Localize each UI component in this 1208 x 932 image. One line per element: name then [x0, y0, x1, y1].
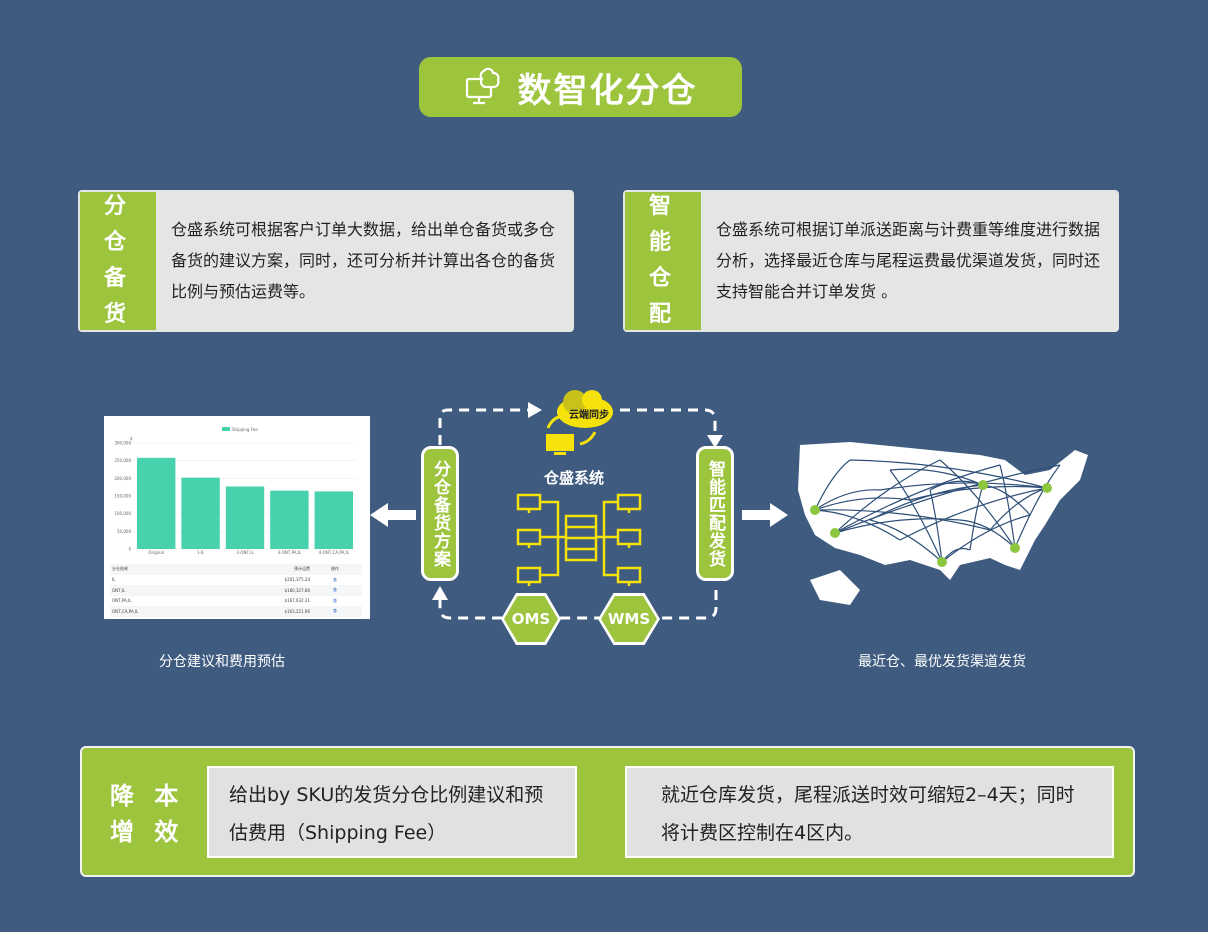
- x-tick-label: 3-ONT,PA,IL: [278, 550, 302, 555]
- route-line: [989, 487, 1048, 531]
- y-axis-label: $: [130, 436, 133, 441]
- server-network-icon: [516, 493, 642, 586]
- y-tick-label: 100,000: [114, 511, 131, 516]
- y-tick-label: 200,000: [114, 476, 131, 481]
- card-split-stock: 分 仓 备 货 仓盛系统可根据客户订单大数据，给出单仓备货或多仓备货的建议方案，…: [78, 190, 574, 332]
- legend-label: Shipping Fee: [232, 427, 258, 432]
- table-row: ONT,PA,IL $167,632.31 查: [110, 595, 362, 606]
- split-plan-pill: 分仓备货方案: [421, 446, 459, 581]
- bar-chart: Shipping Fee $0 50,000 100,000 150,000 200,00…: [114, 427, 356, 555]
- route-line: [909, 485, 1048, 501]
- table-cell[interactable]: 查: [333, 576, 337, 582]
- bar: [225, 486, 265, 549]
- table-cell: $167,632.31: [284, 598, 310, 604]
- table-cell: ONT,CA,PA,IL: [112, 608, 139, 614]
- arrow-left-icon: [370, 503, 416, 527]
- card-label: 智 能 仓 配: [625, 192, 701, 330]
- left-caption: 分仓建议和费用预估: [159, 654, 285, 670]
- route-line: [814, 509, 901, 541]
- cost-benefit-panel: 降 本 增 效 给出by SKU的发货分仓比例建议和预估费用（Shipping …: [80, 746, 1135, 877]
- y-tick-label: 0: [128, 547, 131, 552]
- cloud-icon: [557, 390, 613, 428]
- table-cell: $180,327.86: [284, 587, 310, 593]
- legend-swatch: [222, 427, 230, 431]
- table-cell: IL: [112, 577, 116, 583]
- benefit-box-sku: 给出by SKU的发货分仓比例建议和预估费用（Shipping Fee）: [207, 766, 577, 858]
- route-line: [999, 464, 1016, 549]
- route-line: [899, 487, 1048, 541]
- bar: [314, 491, 353, 549]
- table-cell: ONT,PA,IL: [112, 598, 132, 604]
- table-cell: 分仓结果: [112, 566, 128, 572]
- table-cell[interactable]: 查: [333, 597, 337, 603]
- x-tick-label: 1-IL: [197, 550, 205, 555]
- y-tick-label: 50,000: [117, 529, 131, 534]
- oms-badge: OMS: [504, 596, 558, 642]
- route-line: [869, 519, 943, 563]
- table-header: 分仓结果 预计运费 操作: [110, 564, 362, 575]
- route-line: [814, 497, 911, 511]
- table-cell: 操作: [331, 566, 339, 572]
- x-tick-label: 4-ONT,CA,PA,IL: [319, 550, 350, 555]
- route-line: [889, 468, 984, 486]
- x-tick-label: Original: [148, 550, 164, 555]
- route-line: [929, 489, 943, 563]
- route-line: [834, 464, 1001, 534]
- bar: [137, 457, 176, 549]
- result-table: 分仓结果 预计运费 操作 IL $201,375.24 查 ONT,IL $180,327.8…: [110, 564, 362, 617]
- y-tick-label: 250,000: [114, 458, 131, 463]
- route-line: [939, 459, 1016, 549]
- bar: [270, 490, 309, 549]
- table-cell[interactable]: 查: [333, 587, 337, 593]
- route-line: [814, 489, 881, 511]
- page-title: 数智化分仓: [419, 57, 742, 117]
- table-row: ONT,IL $180,327.86 查: [110, 585, 362, 596]
- card-text: 仓盛系统可根据订单派送距离与计费重等维度进行数据分析，选择最近仓库与尾程运费最优…: [716, 220, 1101, 301]
- card-smart-fulfillment: 智 能 仓 配 仓盛系统可根据订单派送距离与计费重等维度进行数据分析，选择最近仓…: [623, 190, 1119, 332]
- cloud-sync-label: 云端同步: [569, 410, 609, 421]
- right-caption: 最近仓、最优发货渠道发货: [858, 654, 1026, 670]
- route-line: [941, 514, 1031, 563]
- y-tick-label: 150,000: [114, 494, 131, 499]
- table-row: IL $201,375.24 查: [110, 574, 362, 585]
- bar: [181, 477, 220, 549]
- card-label: 分 仓 备 货: [80, 192, 156, 330]
- table-cell: $163,221.96: [284, 608, 310, 614]
- cloud-monitor-icon: [465, 67, 500, 105]
- table-cell: ONT,IL: [112, 587, 126, 593]
- benefit-box-delivery: 就近仓库发货，尾程派送时效可缩短2–4天；同时将计费区控制在4区内。: [625, 766, 1114, 858]
- y-tick-label: 300,000: [114, 441, 131, 446]
- shipping-fee-chart: Shipping Fee $0 50,000 100,000 150,000 200,00…: [104, 416, 370, 619]
- route-line: [959, 519, 1016, 549]
- cost-benefit-label: 降 本 增 效: [110, 782, 185, 846]
- x-tick-label: 2-ONT,IL: [236, 550, 254, 555]
- route-line: [834, 464, 1061, 534]
- monitor-icon: [546, 434, 574, 451]
- title-text: 数智化分仓: [517, 70, 698, 111]
- table-cell[interactable]: 查: [333, 608, 337, 614]
- route-line: [889, 469, 943, 563]
- flow-loop: [432, 390, 723, 620]
- system-name: 仓盛系统: [544, 469, 605, 487]
- card-text: 仓盛系统可根据客户订单大数据，给出单仓备货或多仓备货的建议方案，同时，还可分析并…: [171, 220, 556, 301]
- smart-match-pill: 智能匹配发货: [696, 446, 734, 581]
- table-row: ONT,CA,PA,IL $163,221.96 查: [110, 606, 362, 617]
- route-line: [814, 509, 991, 531]
- table-cell: $201,375.24: [284, 577, 310, 583]
- table-cell: 预计运费: [294, 566, 310, 572]
- route-line: [1014, 464, 1061, 549]
- us-map: [798, 442, 1088, 605]
- arrow-right-icon: [742, 503, 788, 527]
- route-line: [814, 459, 851, 511]
